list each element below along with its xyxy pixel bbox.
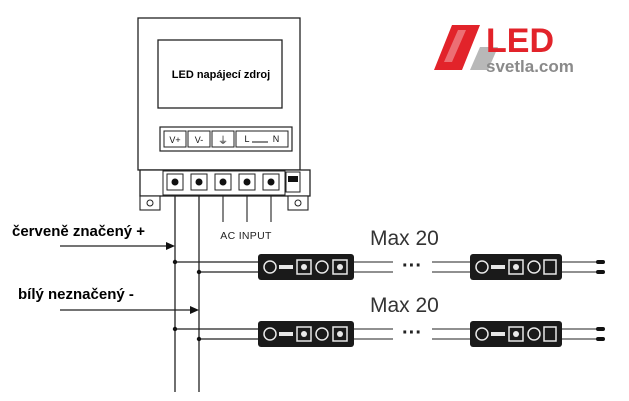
mounting-hole-icon xyxy=(146,199,154,207)
ground-icon: ⏚ xyxy=(218,135,228,147)
led-lamp-icon xyxy=(434,25,498,70)
led-module xyxy=(258,321,354,347)
terminal-label-l: L xyxy=(244,134,249,144)
ellipsis-label: ··· xyxy=(402,255,422,277)
row-1-wires xyxy=(354,261,598,273)
screw-icon xyxy=(243,178,251,186)
power-supply: LED napájecí zdroj V+ V- ⏚ L N xyxy=(137,17,311,211)
logo-domain-text: svetla.com xyxy=(486,57,574,76)
negative-arrow-icon xyxy=(60,306,199,314)
junction-dots xyxy=(172,259,202,342)
terminal-label-vminus: V- xyxy=(195,135,204,145)
positive-wire-label: červeně značený + xyxy=(12,223,145,240)
terminal-label-box-ln xyxy=(235,130,289,148)
latch-icon xyxy=(288,176,298,182)
ac-input-label: AC INPUT xyxy=(220,230,272,242)
screw-icon xyxy=(219,178,227,186)
module-row-2: Max 20 ··· xyxy=(258,294,605,347)
power-supply-title: LED napájecí zdroj xyxy=(172,69,270,81)
dc-bus xyxy=(174,196,258,392)
ledsvetla-logo: LED svetla.com xyxy=(434,22,574,76)
screw-icon xyxy=(267,178,275,186)
wire-end-caps xyxy=(596,327,605,341)
terminal-label-box-vminus xyxy=(187,130,211,148)
ellipsis-label: ··· xyxy=(402,322,422,344)
power-supply-label-window xyxy=(157,39,283,109)
led-module xyxy=(470,321,562,347)
screw-icon xyxy=(195,178,203,186)
led-module xyxy=(258,254,354,280)
negative-wire-label: bílý neznačený - xyxy=(18,286,134,303)
module-row-1: Max 20 ··· xyxy=(258,227,605,280)
max-count-label: Max 20 xyxy=(370,294,439,317)
wire-end-caps xyxy=(596,260,605,274)
ac-input-wires xyxy=(222,196,272,222)
terminal-label-vplus: V+ xyxy=(169,135,180,145)
led-module xyxy=(470,254,562,280)
max-count-label: Max 20 xyxy=(370,227,439,250)
terminal-label-box-ground xyxy=(211,130,235,148)
logo-led-text: LED xyxy=(486,22,554,60)
terminal-label-n: N xyxy=(273,134,280,144)
row-2-wires xyxy=(354,328,598,340)
terminal-label-box-vplus xyxy=(163,130,187,148)
positive-arrow-icon xyxy=(60,242,175,250)
mounting-hole-icon xyxy=(294,199,302,207)
screw-icon xyxy=(171,178,179,186)
screw-terminals xyxy=(166,173,280,191)
